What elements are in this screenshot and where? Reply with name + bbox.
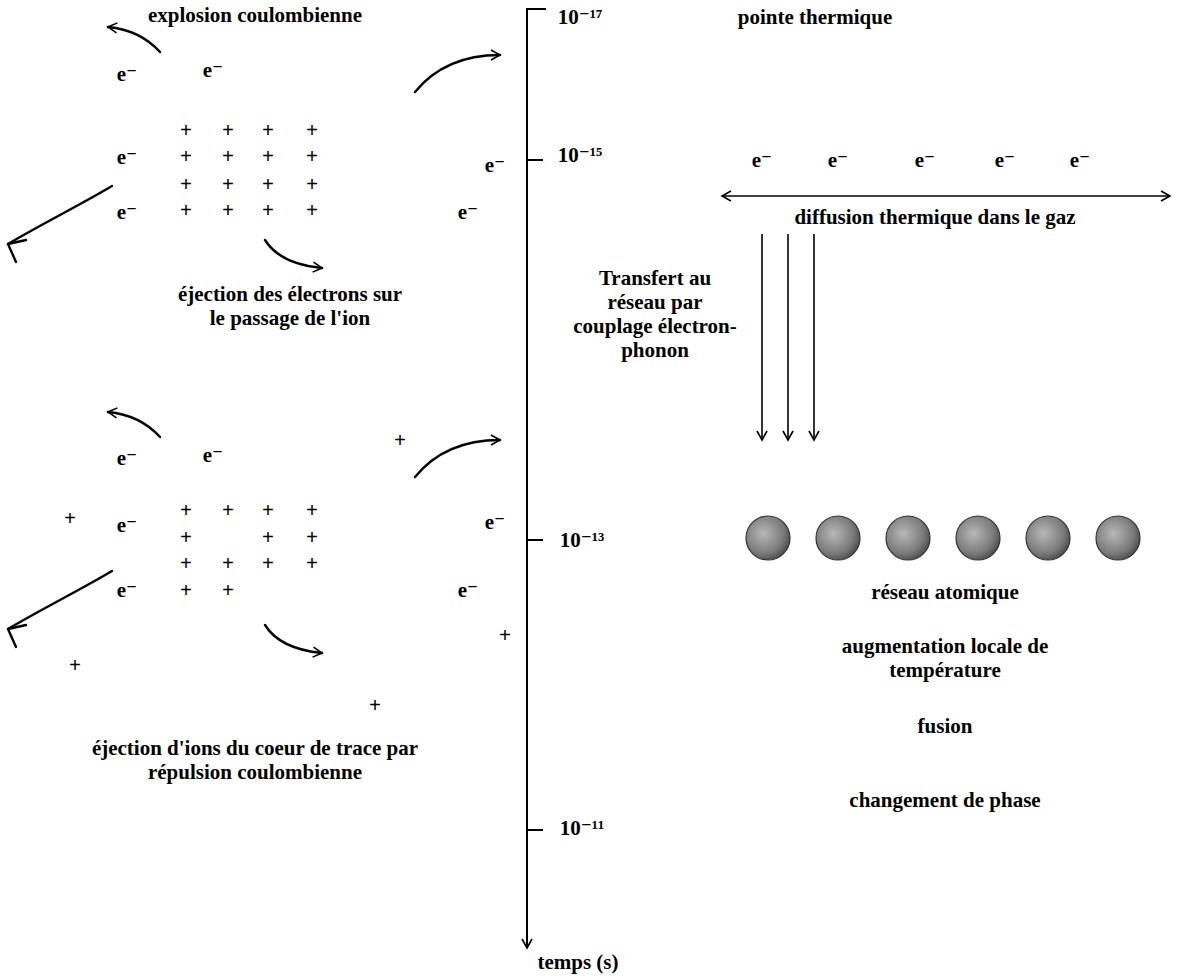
ion-plus: + xyxy=(180,551,192,575)
ion-plus: + xyxy=(222,498,234,522)
ion-plus: + xyxy=(222,198,234,222)
electron-label: e⁻ xyxy=(458,200,478,224)
ion-plus: + xyxy=(306,498,318,522)
electron-label: e⁻ xyxy=(203,58,223,82)
stage-label: diffusion thermique dans le gaz xyxy=(794,205,1075,229)
arrow-hook xyxy=(8,625,26,647)
explosion-arrow xyxy=(415,55,500,92)
lattice-atom xyxy=(1026,516,1070,560)
ion-plus: + xyxy=(64,506,76,530)
explosion-arrow xyxy=(415,440,500,477)
electron-label: e⁻ xyxy=(117,62,137,86)
lattice-atom xyxy=(816,516,860,560)
ion-plus: + xyxy=(180,144,192,168)
ion-plus: + xyxy=(222,144,234,168)
time-axis xyxy=(526,8,528,948)
lattice-atom xyxy=(1096,516,1140,560)
ion-plus: + xyxy=(369,693,381,717)
ion-plus: + xyxy=(180,525,192,549)
electron-label: e⁻ xyxy=(117,446,137,470)
electron-label: e⁻ xyxy=(752,148,772,172)
ion-plus: + xyxy=(69,653,81,677)
process-title: explosion coulombienne xyxy=(148,3,362,27)
time-tick-label: 10⁻¹⁵ xyxy=(558,143,603,167)
ion-plus: + xyxy=(306,118,318,142)
electron-label: e⁻ xyxy=(485,510,505,534)
electron-label: e⁻ xyxy=(117,578,137,602)
ion-plus: + xyxy=(262,172,274,196)
arrow-hook xyxy=(8,240,26,262)
ion-plus: + xyxy=(262,498,274,522)
axis-tick xyxy=(527,159,543,161)
ion-plus: + xyxy=(180,172,192,196)
lattice-atom xyxy=(746,516,790,560)
stage-label: réseau atomique xyxy=(871,580,1019,604)
ion-plus: + xyxy=(262,551,274,575)
electron-label: e⁻ xyxy=(117,513,137,537)
stage-label: pointe thermique xyxy=(738,5,893,29)
ion-plus: + xyxy=(262,118,274,142)
electron-label: e⁻ xyxy=(203,443,223,467)
electron-label: e⁻ xyxy=(117,145,137,169)
electron-label: e⁻ xyxy=(995,148,1015,172)
stage-label: augmentation locale de température xyxy=(840,634,1050,682)
stage-label: fusion xyxy=(918,714,973,738)
transfer-arrow xyxy=(813,234,815,440)
lattice-atom xyxy=(886,516,930,560)
axis-title: temps (s) xyxy=(537,950,618,974)
ion-plus: + xyxy=(306,198,318,222)
figure-caption: éjection des électrons sur le passage de… xyxy=(170,282,410,330)
ion-plus: + xyxy=(222,551,234,575)
figure-caption: éjection d'ions du coeur de trace par ré… xyxy=(85,736,425,784)
lattice-atom xyxy=(956,516,1000,560)
time-tick-label: 10⁻¹¹ xyxy=(560,816,605,840)
time-tick-label: 10⁻¹⁷ xyxy=(558,5,603,29)
ion-plus: + xyxy=(306,551,318,575)
axis-tick xyxy=(527,829,543,831)
explosion-arrow xyxy=(8,571,112,629)
time-tick-label: 10⁻¹³ xyxy=(560,528,605,552)
explosion-arrow xyxy=(8,186,112,244)
stage-label: changement de phase xyxy=(849,788,1040,812)
explosion-arrow xyxy=(108,412,160,437)
ejection-arrow xyxy=(265,625,322,653)
transfer-arrow xyxy=(761,234,763,440)
ion-plus: + xyxy=(499,623,511,647)
diffusion-arrow xyxy=(722,195,1170,197)
ion-plus: + xyxy=(222,578,234,602)
ion-plus: + xyxy=(306,144,318,168)
ion-plus: + xyxy=(222,172,234,196)
electron-label: e⁻ xyxy=(828,148,848,172)
axis-tick xyxy=(527,539,543,541)
ion-plus: + xyxy=(394,428,406,452)
explosion-arrow xyxy=(108,27,160,52)
ion-plus: + xyxy=(180,498,192,522)
stage-label: Transfert au réseau par couplage électro… xyxy=(570,266,740,363)
ion-plus: + xyxy=(306,525,318,549)
ion-plus: + xyxy=(222,118,234,142)
ion-plus: + xyxy=(180,118,192,142)
transfer-arrow xyxy=(787,234,789,440)
electron-label: e⁻ xyxy=(117,200,137,224)
ejection-arrow xyxy=(265,240,322,268)
ion-plus: + xyxy=(262,198,274,222)
ion-plus: + xyxy=(180,578,192,602)
electron-label: e⁻ xyxy=(915,148,935,172)
electron-label: e⁻ xyxy=(1070,148,1090,172)
ion-plus: + xyxy=(180,198,192,222)
electron-label: e⁻ xyxy=(458,578,478,602)
ion-plus: + xyxy=(262,525,274,549)
electron-label: e⁻ xyxy=(485,153,505,177)
ion-plus: + xyxy=(262,144,274,168)
axis-tick xyxy=(527,8,546,10)
ion-plus: + xyxy=(306,172,318,196)
